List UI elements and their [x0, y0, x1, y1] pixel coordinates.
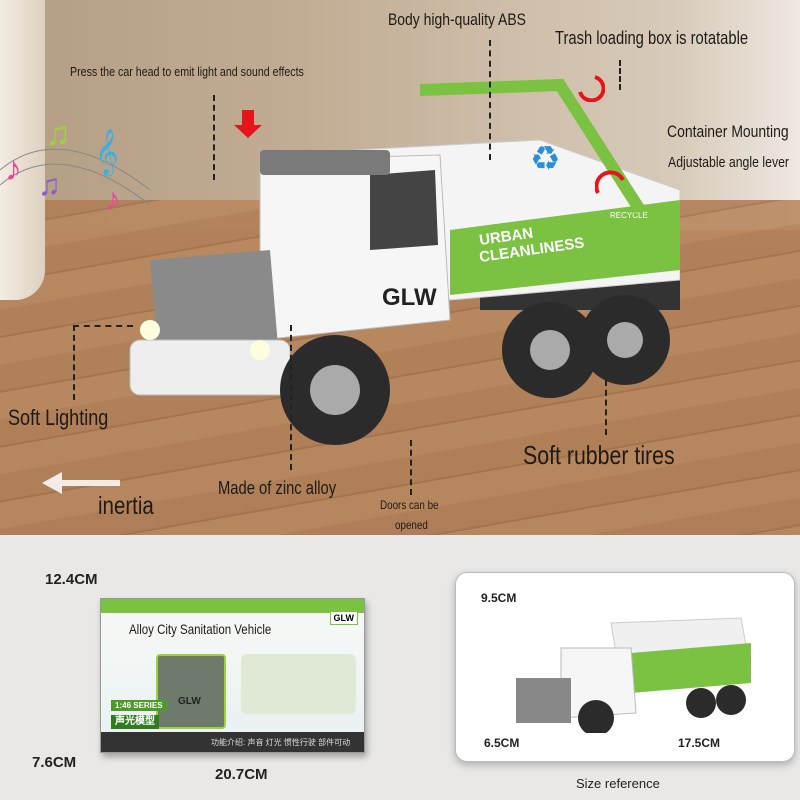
package-top-stripe: [101, 599, 364, 613]
package-width: 20.7CM: [215, 766, 268, 783]
rotate-arrow-icon: [595, 170, 625, 194]
callout-inertia: inertia: [98, 492, 154, 520]
svg-text:♪: ♪: [105, 181, 121, 217]
size-reference-card: 9.5CM 6.5CM 17.5CM: [455, 572, 795, 762]
rotate-arrow-icon: [578, 75, 605, 102]
callout-doors-2: opened: [395, 518, 428, 532]
sound-light-badge: 声光模型: [111, 715, 159, 729]
package-depth: 7.6CM: [32, 754, 77, 771]
garbage-truck: URBAN CLEANLINESS RECYCLE ♻ GLW: [129, 78, 680, 445]
leader-line: [489, 40, 491, 160]
leader-line: [213, 95, 215, 180]
leader-line: [73, 325, 133, 327]
ref-height: 9.5CM: [481, 591, 517, 605]
container-side-panel: [450, 200, 680, 295]
series-badge: 1:46 SERIES: [111, 700, 167, 711]
svg-text:♪: ♪: [5, 150, 22, 188]
headlight-right: [250, 340, 270, 360]
ref-width: 6.5CM: [484, 736, 520, 750]
callout-doors-1: Doors can be: [380, 498, 439, 512]
package-box: Alloy City Sanitation Vehicle GLW GLW 功能…: [100, 598, 365, 753]
svg-text:♫: ♫: [38, 169, 61, 202]
callout-zinc: Made of zinc alloy: [218, 478, 337, 498]
callout-lighting: Soft Lighting: [8, 405, 109, 430]
cab-roof: [260, 150, 390, 175]
leader-line: [73, 325, 75, 400]
package-window: GLW: [156, 654, 226, 729]
truck-brand-logo: GLW: [382, 284, 437, 311]
svg-text:𝄞: 𝄞: [95, 129, 119, 177]
ref-length: 17.5CM: [678, 736, 721, 750]
callout-press-head: Press the car head to emit light and sou…: [70, 64, 304, 79]
product-scene: ♪ ♫ 𝄞 ♫ ♪ URBAN CLEANLINESS RECYCLE ♻ GL…: [0, 0, 800, 535]
size-reference-truck: [516, 617, 752, 733]
music-notes-icon: ♪ ♫ 𝄞 ♫ ♪: [0, 115, 151, 217]
package-brand: GLW: [329, 611, 358, 625]
curtain: [0, 0, 45, 300]
callout-tires: Soft rubber tires: [523, 440, 675, 470]
svg-text:♫: ♫: [45, 115, 71, 153]
leader-line: [619, 60, 621, 90]
package-title: Alloy City Sanitation Vehicle: [129, 621, 272, 637]
window-truck-logo: GLW: [178, 696, 201, 707]
inertia-arrow-icon: [42, 472, 120, 494]
leader-line: [410, 440, 412, 495]
recycle-text: RECYCLE: [610, 211, 648, 220]
recycle-icon: ♻: [530, 140, 560, 178]
package-height: 12.4CM: [45, 571, 98, 588]
leader-line: [290, 325, 292, 470]
headlight-left: [140, 320, 160, 340]
wheel-hubs: [310, 322, 643, 415]
cab-window: [370, 170, 438, 250]
press-arrow-icon: [234, 110, 262, 138]
callout-body-abs: Body high-quality ABS: [388, 10, 526, 29]
callout-container: Container Mounting: [667, 122, 789, 141]
callout-trash-box: Trash loading box is rotatable: [555, 28, 749, 48]
leader-line: [605, 380, 607, 435]
size-reference-label: Size reference: [576, 776, 660, 791]
package-truck-image: [241, 654, 356, 714]
lift-arm: [419, 78, 646, 214]
callout-lever: Adjustable angle lever: [668, 154, 790, 171]
features-strip: 功能介绍: 声音 灯光 惯性行驶 部件可动: [101, 732, 364, 752]
